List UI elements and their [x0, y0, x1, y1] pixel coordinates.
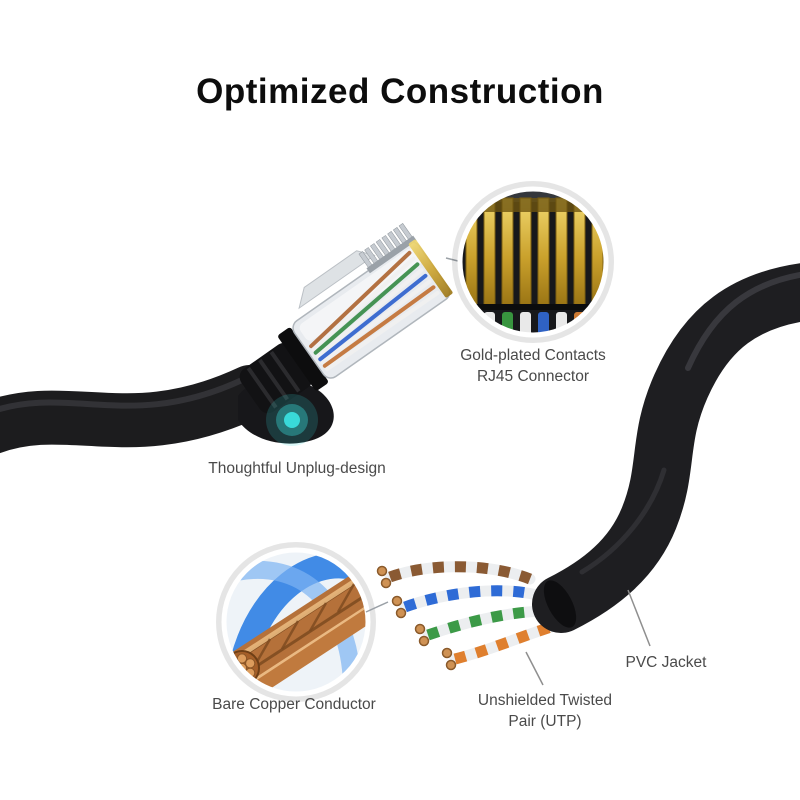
- gold-contacts-line2: RJ45 Connector: [476, 368, 590, 385]
- twisted-pairs: [376, 561, 557, 671]
- callout-gold-contacts: Gold-plated Contacts RJ45 Connector: [460, 345, 606, 387]
- copper-conductor-zoom-circle: [216, 542, 376, 702]
- utp-line1: Unshielded Twisted: [477, 692, 613, 709]
- leader-pvc-jacket: [627, 589, 651, 647]
- gold-contacts-line1: Gold-plated Contacts: [460, 347, 606, 364]
- callout-unplug-design: Thoughtful Unplug-design: [208, 458, 386, 479]
- cable-right-run-pvc-jacket: [532, 263, 800, 633]
- utp-line2: Pair (UTP): [508, 713, 582, 730]
- bare-copper-label: Bare Copper Conductor: [212, 696, 376, 713]
- leader-bare-copper: [365, 601, 389, 613]
- connector-pin-comb: [358, 223, 417, 274]
- callout-bare-copper: Bare Copper Conductor: [212, 694, 376, 715]
- page-title: Optimized Construction: [196, 72, 604, 111]
- gold-contacts-zoom-circle: [452, 181, 614, 343]
- copper-wire-tips: [376, 565, 457, 671]
- rj45-connector: [239, 223, 453, 414]
- unplug-design-highlight: [266, 394, 318, 446]
- callout-utp: Unshielded Twisted Pair (UTP): [478, 690, 612, 732]
- pair-brown: [388, 561, 533, 585]
- unplug-design-label: Thoughtful Unplug-design: [208, 460, 386, 477]
- pvc-jacket-label: PVC Jacket: [625, 654, 707, 671]
- pair-blue: [403, 585, 539, 613]
- leader-utp: [525, 651, 544, 686]
- connector-inner-wires: [309, 250, 440, 372]
- callout-pvc-jacket: PVC Jacket: [626, 652, 707, 673]
- pair-orange: [453, 621, 553, 665]
- cable-left-run: [0, 365, 277, 454]
- connector-gold-tip: [408, 239, 453, 298]
